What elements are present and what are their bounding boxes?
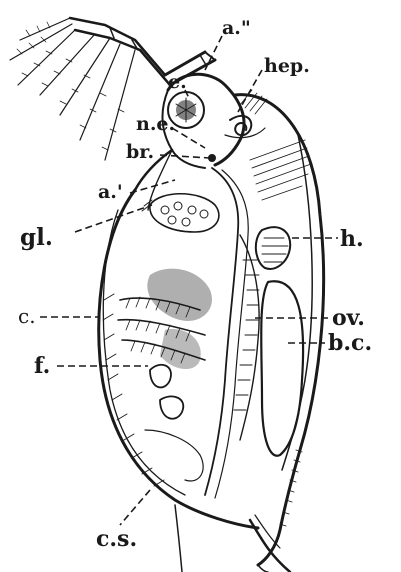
intestine	[205, 168, 248, 498]
label-hep: hep.	[264, 55, 310, 77]
label-e: e.	[168, 71, 187, 93]
leader-hep	[238, 70, 262, 112]
leader-ne	[172, 128, 205, 148]
leader-cs	[120, 490, 150, 525]
label-ne: n.e.	[136, 113, 175, 135]
label-a2: a."	[222, 17, 251, 39]
label-ov: ov.	[332, 305, 365, 331]
label-a1: a.'	[98, 181, 123, 203]
ovary	[234, 235, 259, 440]
label-f: f.	[34, 353, 50, 379]
label-cs: c.s.	[96, 526, 137, 552]
label-gl: gl.	[20, 224, 53, 251]
leader-br	[160, 155, 210, 158]
brood-chamber	[261, 281, 303, 455]
label-c: c.	[18, 304, 36, 328]
carapace-outline	[99, 95, 324, 565]
gland	[150, 194, 219, 232]
label-br: br.	[126, 141, 154, 163]
label-bc: b.c.	[328, 330, 372, 356]
heart	[256, 227, 290, 269]
thoracic-limbs	[118, 269, 212, 481]
carapace-muscles	[250, 140, 311, 200]
label-h: h.	[340, 226, 364, 252]
